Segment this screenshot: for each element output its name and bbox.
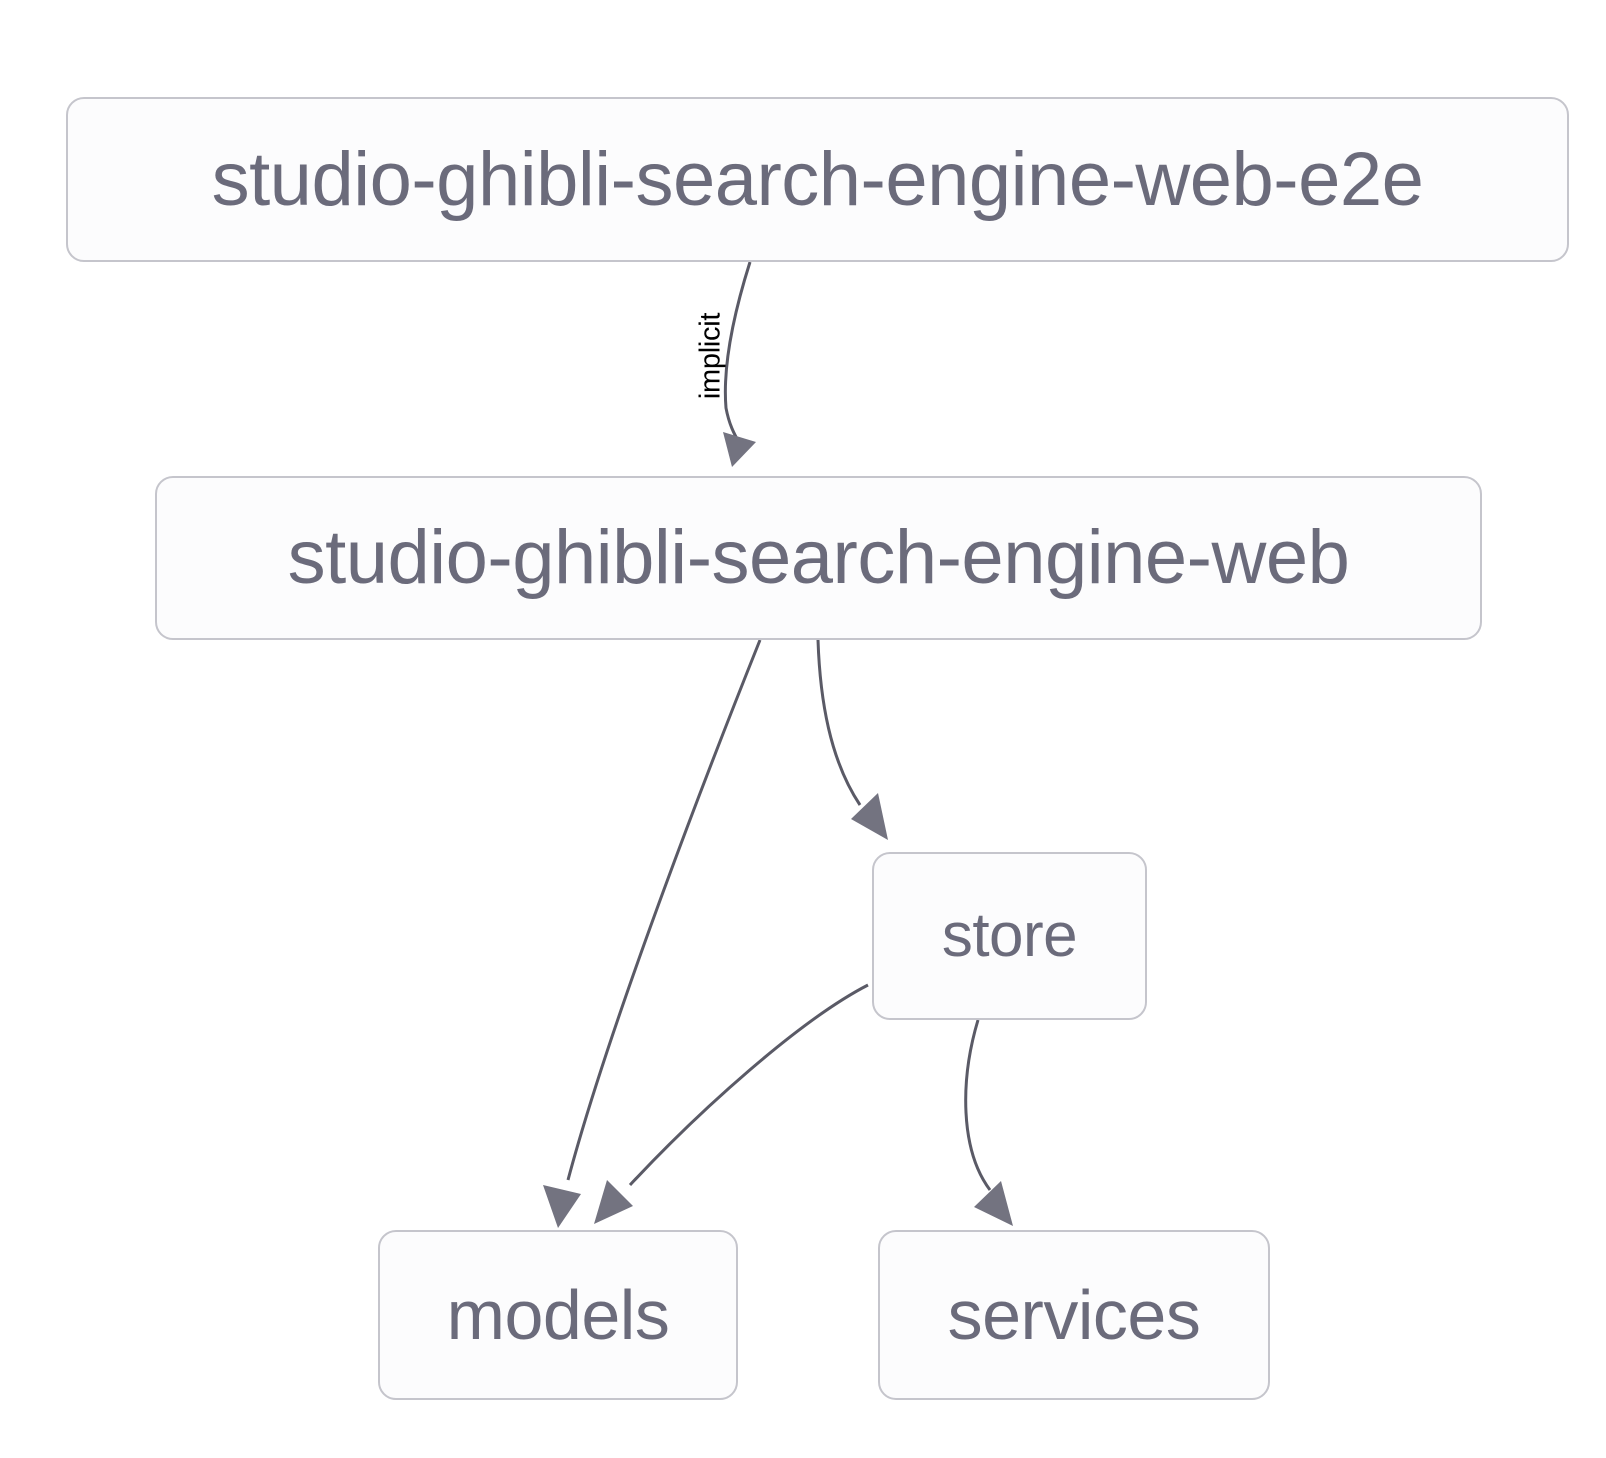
- node-label: models: [446, 1276, 670, 1354]
- edge-store-to-services[interactable]: [964, 1019, 1013, 1226]
- node-models[interactable]: models: [378, 1230, 738, 1400]
- node-label: studio-ghibli-search-engine-web-e2e: [211, 136, 1424, 222]
- edge-path-root-e2e-to-web: [723, 261, 752, 445]
- arrowhead-store-to-models: [594, 1180, 633, 1224]
- arrowhead-root-e2e-to-web: [723, 432, 756, 467]
- arrowhead-store-to-services: [974, 1181, 1013, 1226]
- edge-path-web-to-models: [566, 639, 762, 1181]
- node-studio-ghibli-search-engine-web[interactable]: studio-ghibli-search-engine-web: [155, 476, 1482, 640]
- edge-path-store-to-models: [628, 983, 869, 1187]
- edge-web-to-store[interactable]: [816, 639, 888, 840]
- node-label: services: [947, 1276, 1201, 1354]
- node-studio-ghibli-search-engine-web-e2e[interactable]: studio-ghibli-search-engine-web-e2e: [66, 97, 1569, 262]
- node-label: studio-ghibli-search-engine-web: [287, 515, 1350, 600]
- edge-label-implicit: implicit: [695, 313, 727, 399]
- edge-root-e2e-to-web[interactable]: implicit: [695, 261, 756, 467]
- edge-path-store-to-services: [964, 1019, 992, 1191]
- arrowhead-web-to-models: [543, 1185, 581, 1228]
- edge-path-web-to-store: [816, 639, 862, 806]
- node-label: store: [941, 901, 1078, 970]
- arrowhead-web-to-store: [851, 793, 888, 840]
- node-store[interactable]: store: [872, 852, 1147, 1020]
- edge-web-to-models[interactable]: [543, 639, 762, 1228]
- edge-store-to-models[interactable]: [594, 983, 869, 1224]
- node-services[interactable]: services: [878, 1230, 1270, 1400]
